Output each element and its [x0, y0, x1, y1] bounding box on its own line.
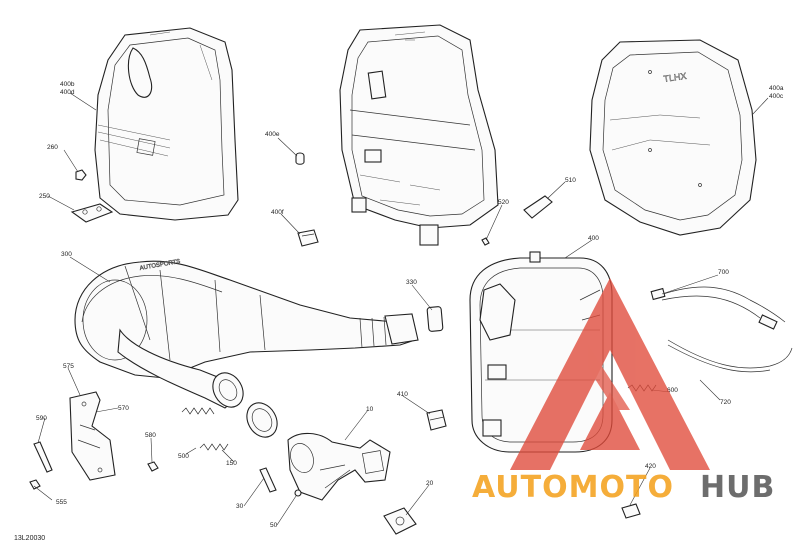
- callout-400c: 400c: [769, 93, 784, 100]
- callout-600: 600: [667, 387, 678, 394]
- callout-330: 330: [406, 279, 417, 286]
- watermark-triangle: [510, 278, 710, 470]
- bolt-590: [33, 441, 53, 473]
- bolt-30: [259, 467, 277, 493]
- callout-400e: 400e: [265, 131, 280, 138]
- svg-text:TLHX: TLHX: [663, 71, 687, 84]
- callout-520: 520: [498, 199, 509, 206]
- bracket-570: [69, 391, 116, 481]
- clip-510: [523, 195, 553, 219]
- grommet-400f: [297, 229, 319, 247]
- callout-590: 590: [36, 415, 47, 422]
- nut-555: [29, 479, 41, 490]
- bolt-520: [481, 237, 490, 246]
- nut-260: [75, 169, 87, 181]
- callout-555: 555: [56, 499, 67, 506]
- callout-30: 30: [236, 503, 244, 510]
- callout-400: 400: [588, 235, 599, 242]
- callout-700: 700: [718, 269, 729, 276]
- watermark-text: AUTOMOTO HUB: [472, 470, 775, 505]
- callout-20: 20: [426, 480, 434, 487]
- callout-575: 575: [63, 363, 74, 370]
- callout-410: 410: [397, 391, 408, 398]
- callout-420: 420: [645, 463, 656, 470]
- callout-580: 580: [145, 432, 156, 439]
- callout-300: 300: [61, 251, 72, 258]
- callout-260: 260: [47, 144, 58, 151]
- callout-labels: 400b 400d 260 250 400e 400f 400a 400c 52…: [36, 81, 784, 529]
- seal-ring-150: [246, 402, 278, 438]
- callout-50: 50: [270, 522, 278, 529]
- callout-400d: 400d: [60, 89, 75, 96]
- callout-400a: 400a: [769, 85, 784, 92]
- diagram-code: 13L20030: [14, 535, 45, 542]
- gasket-330: [426, 306, 444, 332]
- nut-580: [147, 461, 159, 472]
- springs-500: [181, 407, 229, 451]
- callout-250: 250: [39, 193, 50, 200]
- callout-570: 570: [118, 405, 129, 412]
- harness-720: [667, 339, 793, 373]
- washer-50: [294, 489, 302, 497]
- grommet-400e: [295, 152, 305, 165]
- bracket-410: [426, 409, 447, 431]
- watermark-hub: HUB: [700, 470, 775, 505]
- callout-720: 720: [720, 399, 731, 406]
- gasket-20: [383, 507, 417, 535]
- callout-510: 510: [565, 177, 576, 184]
- watermark-logo: [510, 278, 710, 470]
- grommet-420: [621, 503, 641, 519]
- exhaust-manifold-10: [287, 432, 391, 501]
- watermark-automoto: AUTOMOTO: [472, 470, 674, 505]
- bracket-250: [70, 203, 114, 223]
- heat-shield-right: TLHX: [589, 39, 757, 236]
- callout-400f: 400f: [271, 209, 284, 216]
- temperature-sensor-700: [650, 286, 786, 330]
- tuned-pipe-300: AUTOSPORTS: [74, 259, 419, 409]
- callout-10: 10: [366, 406, 374, 413]
- callout-400b: 400b: [60, 81, 75, 88]
- callout-500: 500: [178, 453, 189, 460]
- heat-shield-left: [94, 27, 239, 221]
- callout-150: 150: [226, 460, 237, 467]
- heat-shield-center: [339, 24, 499, 246]
